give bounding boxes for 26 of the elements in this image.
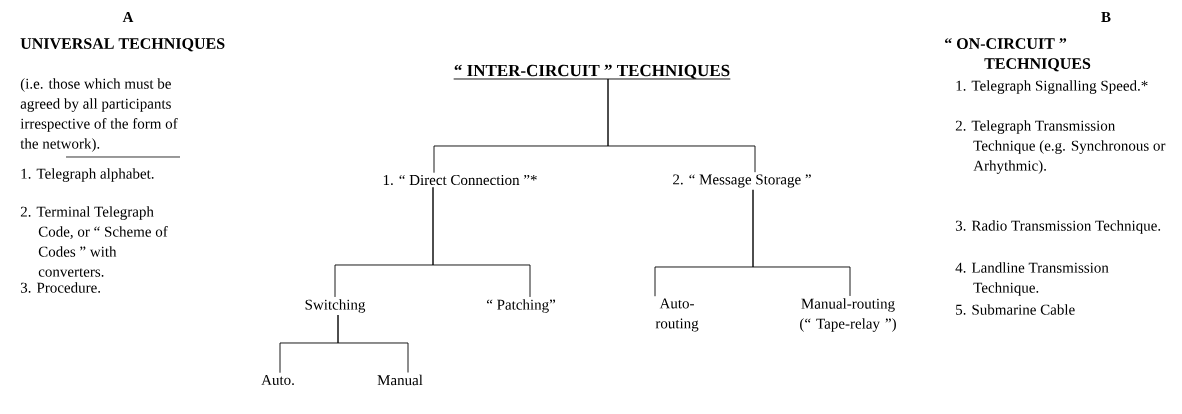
category-label: 1. “ Direct Connection ”* (383, 174, 537, 186)
category-label: Manual-routing (“ Tape-relay ”) (800, 298, 896, 332)
list-item: 4. Landline Transmission Technique. (955, 262, 1109, 296)
column-letter: A (122, 12, 134, 22)
category-label: “ Patching” (486, 299, 556, 313)
category-label: Switching (305, 299, 366, 313)
heading: “ INTER-CIRCUIT ” TECHNIQUES (454, 64, 730, 79)
list-item: 2. Terminal Telegraph Code, or “ Scheme of Codes ” with converters. (20, 206, 168, 277)
list-item: 2. Telegraph Transmission Technique (e.g. Synchronous or Arhythmic). (955, 120, 1166, 174)
list-item: 5. Submarine Cable (956, 304, 1075, 315)
category-label: 2. “ Message Storage ” (673, 174, 811, 188)
list-item: 3. Procedure. (20, 282, 101, 293)
category-label: Manual (377, 374, 423, 386)
list-item: 1. Telegraph Signalling Speed.* (956, 80, 1148, 94)
tree-connector (432, 186, 531, 298)
tree-connector (607, 78, 756, 173)
column-heading: UNIVERSAL TECHNIQUES (20, 38, 225, 52)
list-item: 1. Telegraph alphabet. (21, 168, 154, 182)
note-text: (i.e. those which must be agreed by all participants irrespective of the form of the network). (20, 78, 178, 152)
category-label: Auto. (261, 374, 294, 386)
category-label: Auto-routing (655, 298, 699, 332)
column-heading: “ ON-CIRCUIT ” TECHNIQUES (944, 38, 1091, 72)
list-item: 3. Radio Transmission Technique. (955, 220, 1161, 234)
column-letter: B (1101, 12, 1111, 22)
tree-connector (337, 314, 409, 373)
tree-connector (752, 189, 851, 297)
